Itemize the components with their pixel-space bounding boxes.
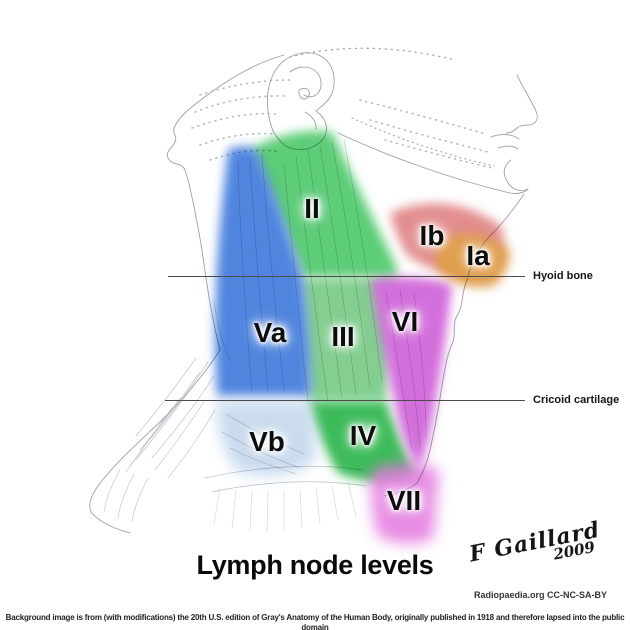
trapezius-outline <box>89 349 221 513</box>
front-neck-line <box>416 277 469 484</box>
region-label-II: II <box>304 193 320 224</box>
hyoid-bone-label: Hyoid bone <box>533 270 593 282</box>
trapezius-hatching <box>103 357 216 523</box>
region-label-Vb: Vb <box>249 426 285 457</box>
region-label-IV: IV <box>349 420 377 451</box>
region-overlays <box>215 130 510 544</box>
region-label-III: III <box>331 321 355 352</box>
diagram-title: Lymph node levels <box>196 550 434 580</box>
head-top-outline <box>289 47 456 61</box>
lower-lip-line <box>497 145 519 150</box>
mouth-line <box>490 134 520 140</box>
region-VII-shape <box>370 463 439 544</box>
license-text: Radiopaedia.org CC-NC-SA-BY <box>473 590 607 600</box>
hyoid-bone-line <box>168 276 525 277</box>
region-Va-shape <box>215 146 311 396</box>
region-label-VII: VII <box>386 485 422 516</box>
shoulder-bottom-line <box>90 511 131 534</box>
region-label-Va: Va <box>253 317 287 348</box>
region-label-Ia: Ia <box>466 240 490 271</box>
chin-outline <box>503 159 529 192</box>
ear-helix <box>289 66 322 98</box>
cricoid-cartilage-line <box>165 400 525 401</box>
chest-hatching <box>213 481 357 533</box>
region-III-shape <box>302 278 396 400</box>
ear-tragus <box>304 111 317 130</box>
jaw-line <box>337 132 529 194</box>
region-Vb-shape <box>216 402 316 476</box>
region-Ia-shape <box>434 234 510 288</box>
attribution-text: Background image is from (with modificat… <box>5 613 625 630</box>
skull-outline <box>166 54 285 351</box>
cricoid-cartilage-label: Cricoid cartilage <box>533 394 620 406</box>
region-label-Ib: Ib <box>419 220 445 251</box>
ear-curl <box>298 87 310 100</box>
region-IV-shape <box>309 401 416 482</box>
region-II-shape <box>250 130 397 277</box>
nose-profile <box>505 74 538 134</box>
region-label-VI: VI <box>391 306 419 337</box>
cheek-line <box>351 117 495 167</box>
region-VI-shape <box>371 277 452 468</box>
clavicle-line-lower <box>211 481 367 493</box>
